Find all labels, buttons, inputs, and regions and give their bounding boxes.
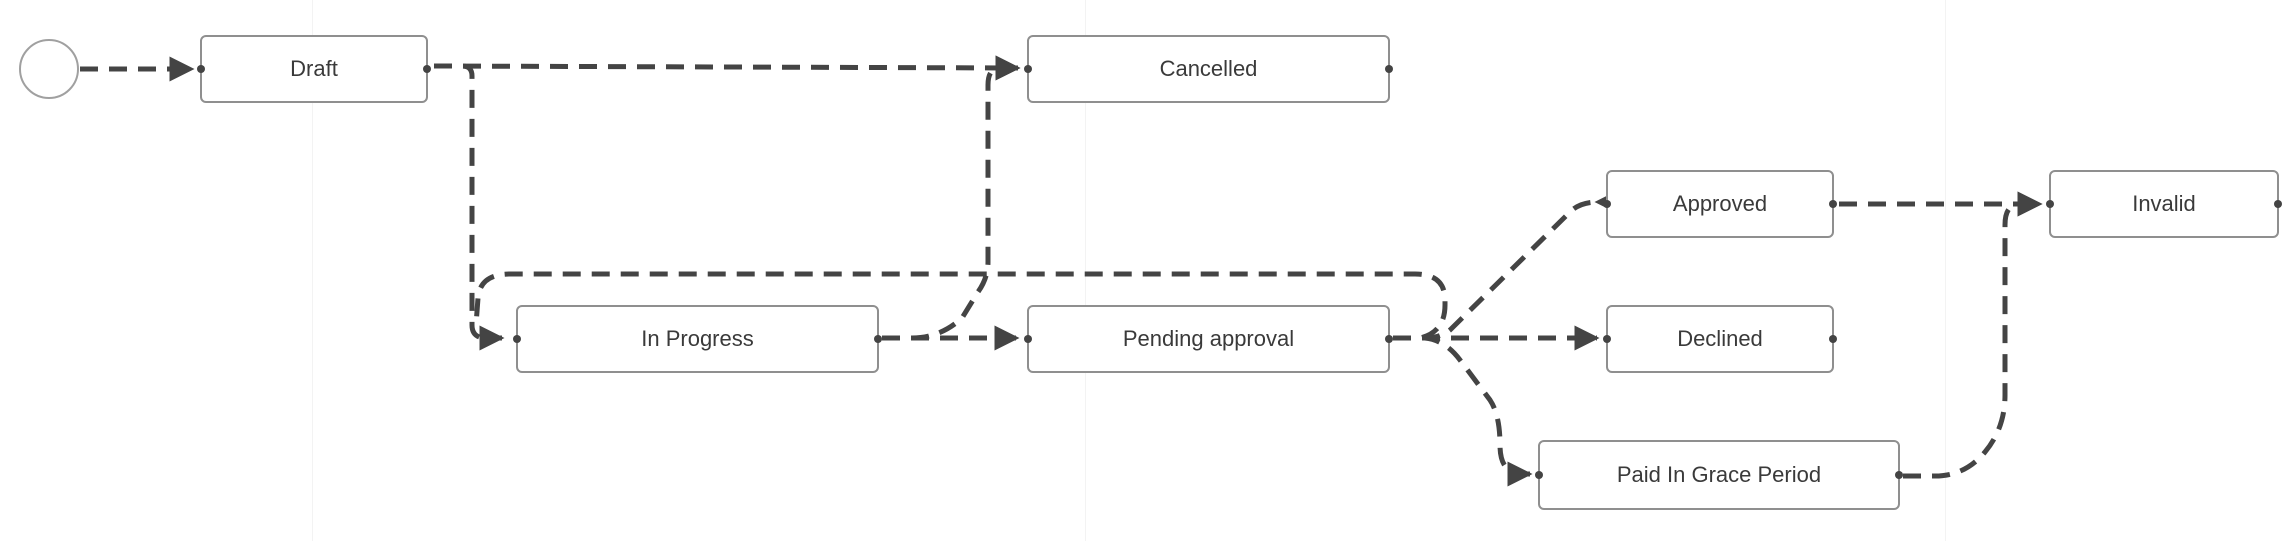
output-port bbox=[874, 335, 882, 343]
edge-pending-to-in-progress bbox=[473, 271, 1448, 341]
state-label: Paid In Grace Period bbox=[1616, 462, 1822, 487]
input-port bbox=[1535, 471, 1543, 479]
state-label: Draft bbox=[290, 56, 338, 81]
edge-paid-grace-to-invalid bbox=[1903, 191, 2043, 479]
state-label: Declined bbox=[1677, 326, 1763, 351]
grid-line bbox=[1085, 0, 1086, 541]
input-port bbox=[1024, 65, 1032, 73]
output-port bbox=[423, 65, 431, 73]
state-label: In Progress bbox=[641, 326, 754, 351]
state-paid-in-grace-period[interactable]: Paid In Grace Period bbox=[1535, 440, 1903, 510]
state-cancelled[interactable]: Cancelled bbox=[1024, 35, 1393, 103]
input-port bbox=[197, 65, 205, 73]
start-state[interactable] bbox=[19, 39, 79, 99]
edge-draft-to-cancelled bbox=[433, 55, 1021, 81]
grid-line bbox=[1945, 0, 1946, 541]
output-port bbox=[1385, 65, 1393, 73]
edge-draft-to-in-progress bbox=[434, 63, 505, 351]
state-label: Invalid bbox=[2132, 191, 2196, 216]
state-approved[interactable]: Approved bbox=[1603, 170, 1837, 238]
state-pending-approval[interactable]: Pending approval bbox=[1024, 305, 1393, 373]
state-label: Approved bbox=[1672, 191, 1768, 216]
state-declined[interactable]: Declined bbox=[1603, 305, 1837, 373]
output-port bbox=[2274, 200, 2282, 208]
state-invalid[interactable]: Invalid bbox=[2046, 170, 2282, 238]
input-port bbox=[1024, 335, 1032, 343]
input-port bbox=[2046, 200, 2054, 208]
output-port bbox=[1385, 335, 1393, 343]
state-label: Pending approval bbox=[1122, 326, 1295, 351]
state-in-progress[interactable]: In Progress bbox=[513, 305, 882, 373]
edge-pending-to-approved bbox=[1393, 189, 1620, 341]
state-draft[interactable]: Draft bbox=[197, 35, 431, 103]
input-port bbox=[1603, 335, 1611, 343]
output-port bbox=[1829, 335, 1837, 343]
grid-line bbox=[312, 0, 313, 541]
input-port bbox=[1603, 200, 1611, 208]
edge-in-progress-to-cancelled bbox=[882, 55, 1021, 341]
output-port bbox=[1895, 471, 1903, 479]
input-port bbox=[513, 335, 521, 343]
state-label: Cancelled bbox=[1159, 56, 1258, 81]
edge-pending-to-paid-grace bbox=[1393, 335, 1533, 487]
output-port bbox=[1829, 200, 1837, 208]
